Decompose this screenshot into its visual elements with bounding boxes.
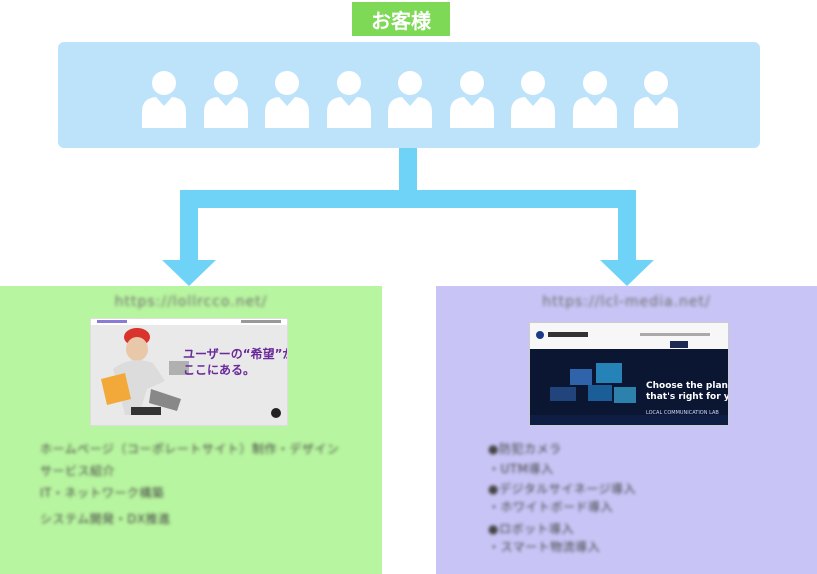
right-line-3: ●デジタルサイネージ導入 — [488, 482, 636, 496]
right-line-2: ・UTM導入 — [488, 462, 554, 476]
left-line-5: システム開発・DX推進 — [40, 512, 171, 526]
left-line-2: サービス紹介 — [40, 464, 116, 478]
left-site-image — [91, 319, 287, 425]
right-site-image — [530, 323, 728, 425]
title-badge: お客様 — [352, 2, 450, 36]
right-site-screenshot: Choose the plan that's right for you. LO… — [529, 322, 729, 426]
right-line-6: ・スマート物流導入 — [488, 540, 601, 554]
right-line-5: ●ロボット導入 — [488, 522, 574, 536]
left-panel: https://lollrcco.net/ ユーザーの“希望”が ここにある。 … — [0, 286, 382, 574]
left-site-screenshot: ユーザーの“希望”が ここにある。 — [90, 318, 288, 426]
left-headline-1: ユーザーの“希望”が — [183, 347, 288, 361]
connector-right-down — [618, 190, 636, 262]
customer-box — [58, 42, 760, 148]
connector-horizontal — [180, 190, 636, 208]
left-url[interactable]: https://lollrcco.net/ — [114, 294, 268, 310]
person-icon — [325, 70, 373, 128]
person-icon — [386, 70, 434, 128]
right-headline-2: that's right for you. — [646, 392, 728, 402]
person-icon — [140, 70, 188, 128]
person-icon — [632, 70, 680, 128]
left-line-3: IT・ネットワーク構築 — [40, 486, 165, 500]
right-url[interactable]: https://lcl-media.net/ — [542, 294, 711, 310]
arrow-left-icon — [162, 260, 216, 286]
arrow-right-icon — [600, 260, 654, 286]
left-headline-2: ここにある。 — [183, 363, 256, 377]
right-line-4: ・ホワイトボード導入 — [488, 500, 614, 514]
right-headline-1: Choose the plan — [646, 381, 728, 391]
connector-vertical — [399, 148, 417, 194]
person-icon — [509, 70, 557, 128]
connector-left-down — [180, 190, 198, 262]
person-icon — [571, 70, 619, 128]
person-icon — [202, 70, 250, 128]
person-icon — [448, 70, 496, 128]
right-panel: https://lcl-media.net/ Choose the plan t… — [436, 286, 817, 574]
right-line-1: ●防犯カメラ — [488, 442, 562, 456]
left-line-1: ホームページ（コーポレートサイト）制作・デザイン — [40, 442, 340, 456]
person-icon — [263, 70, 311, 128]
right-tagline: LOCAL COMMUNICATION LAB — [646, 410, 719, 416]
